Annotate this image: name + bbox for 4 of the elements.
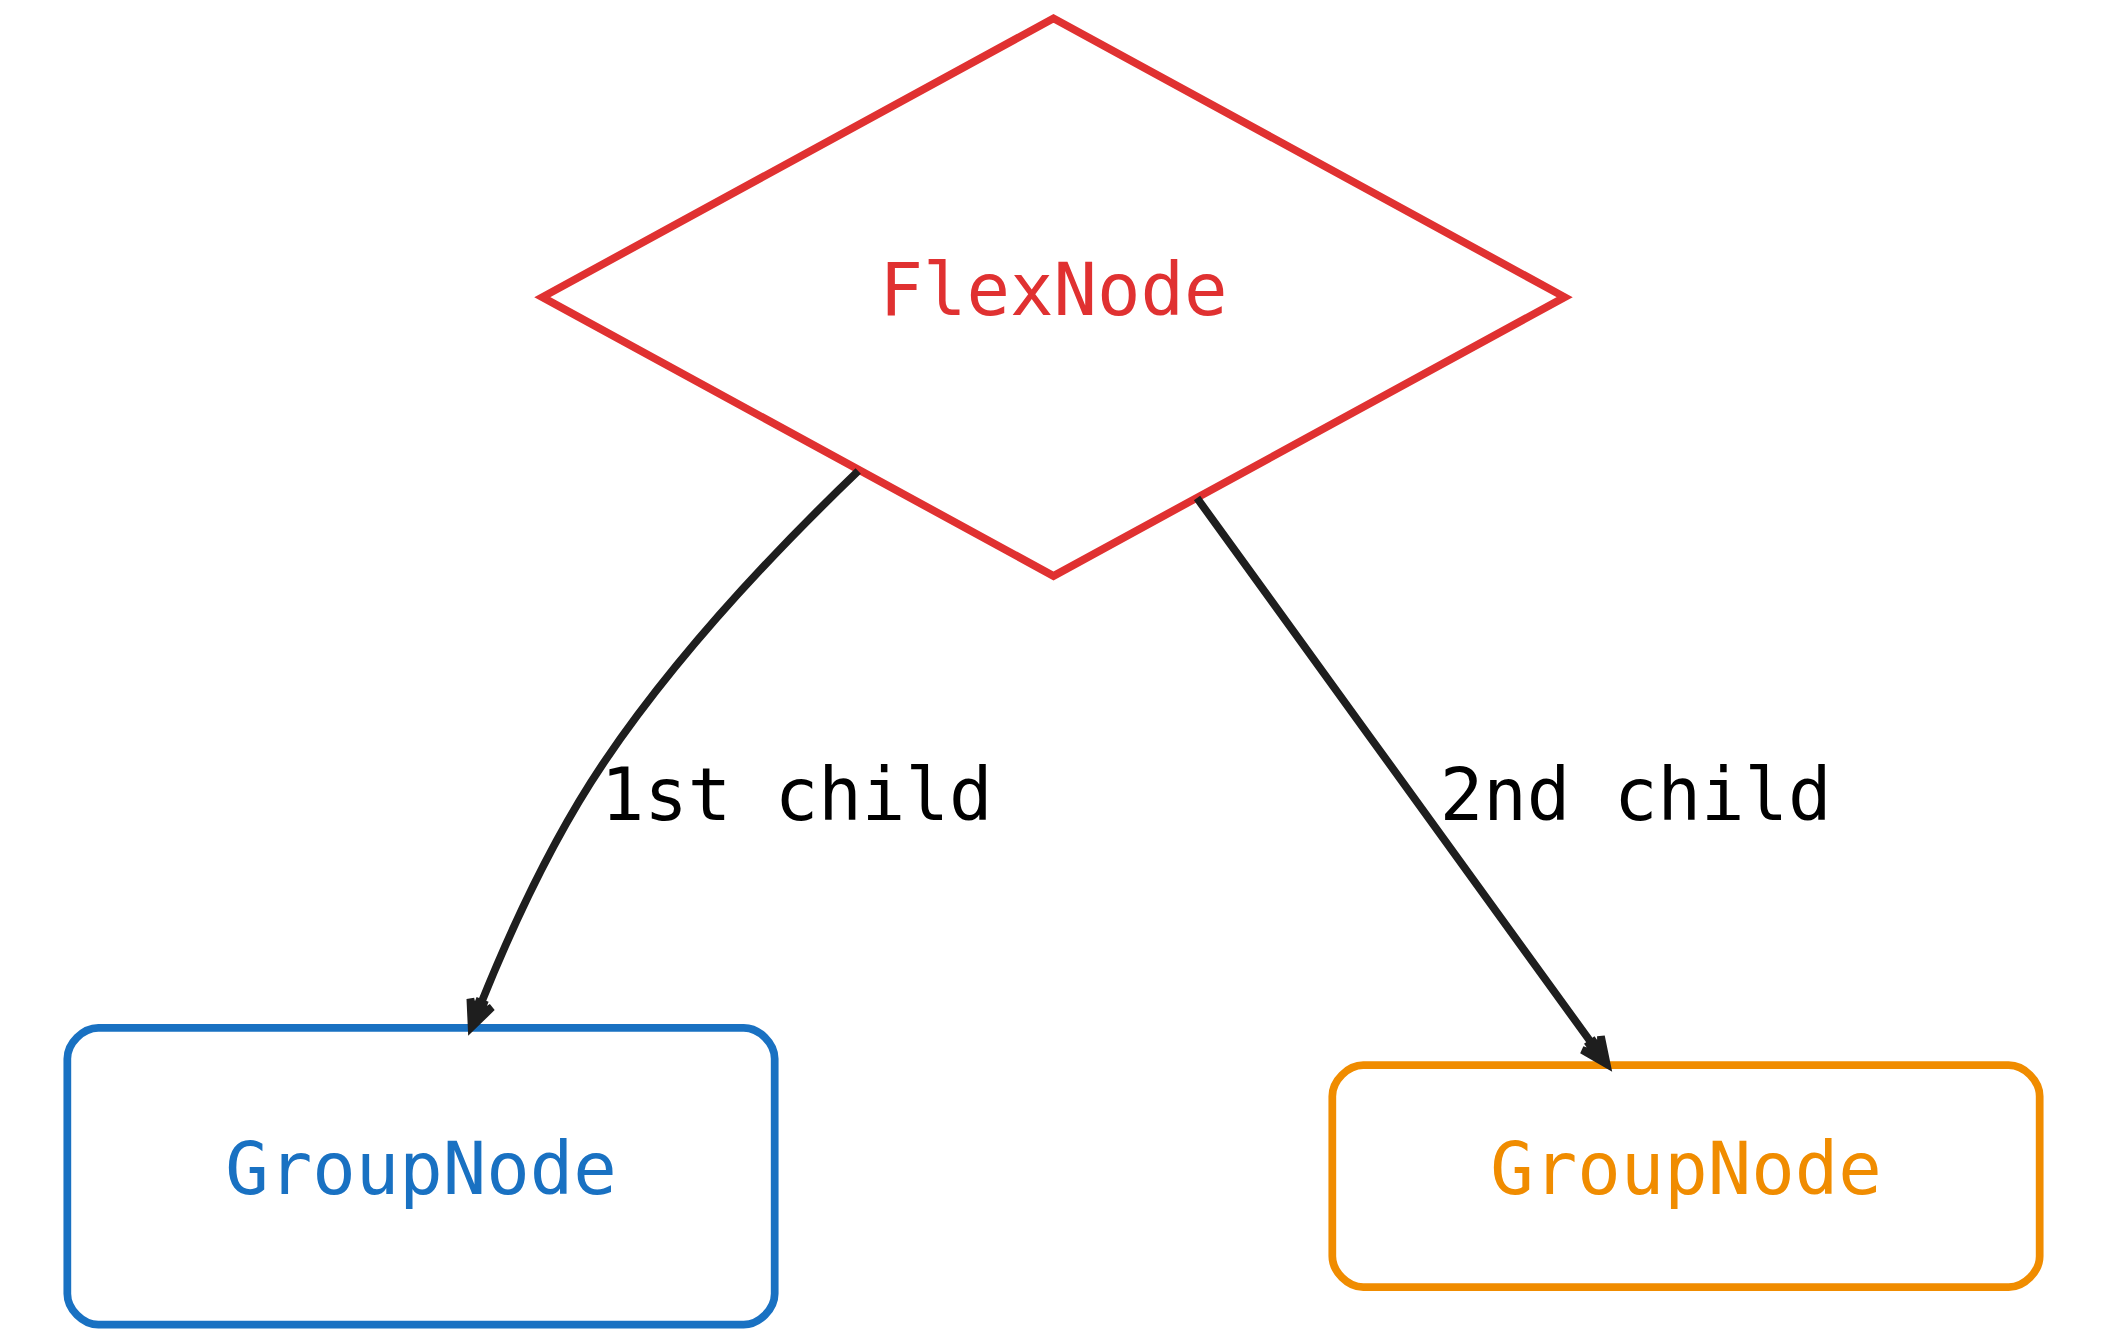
node-box: GroupNode	[62, 1023, 779, 1329]
edge-label: 2nd child	[1439, 752, 1831, 837]
node-box: GroupNode	[1327, 1061, 2044, 1292]
node-diamond: FlexNode	[533, 13, 1573, 581]
